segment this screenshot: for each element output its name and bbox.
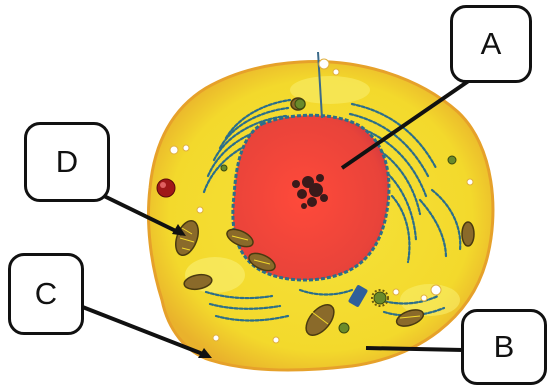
lysosome	[157, 179, 175, 197]
label-b: B	[461, 309, 547, 385]
label-d: D	[24, 122, 110, 202]
label-c: C	[8, 253, 84, 335]
pointer-b	[366, 348, 463, 350]
label-a: A	[450, 5, 532, 83]
lysosome-highlight	[160, 182, 166, 188]
